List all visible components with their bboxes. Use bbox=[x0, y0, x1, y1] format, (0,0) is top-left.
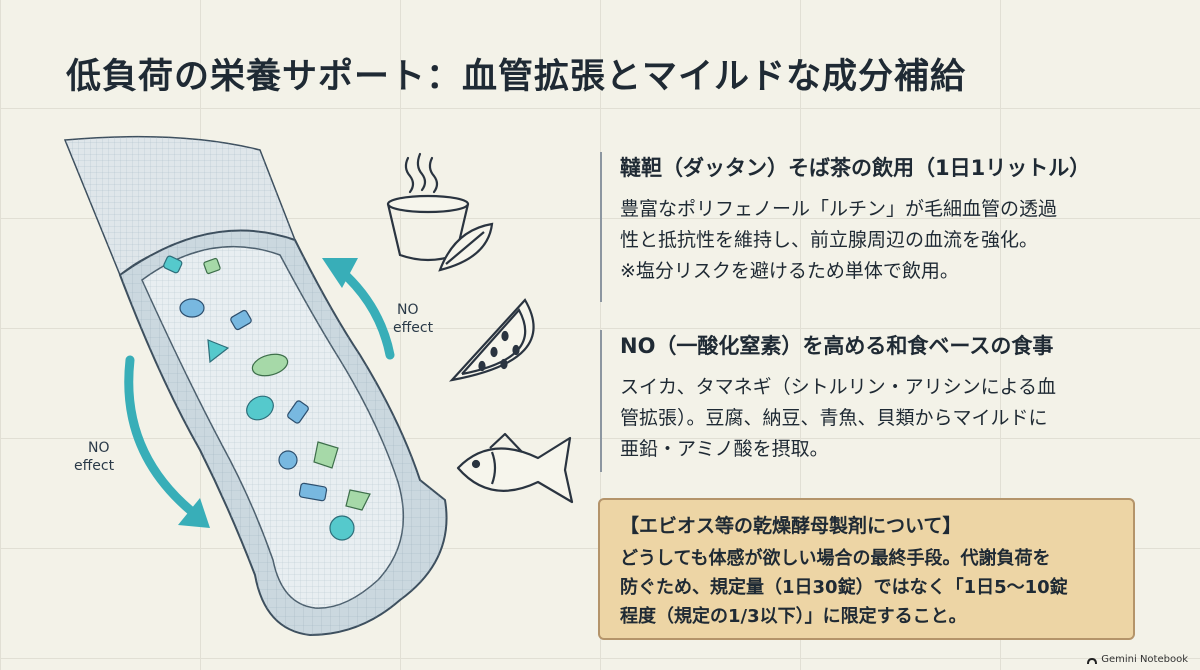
note-body: どうしても体感が欲しい場合の最終手段。代謝負荷を 防ぐため、規定量（1日30錠）… bbox=[620, 548, 1068, 627]
section-dattan-tea: 韃靼（ダッタン）そば茶の飲用（1日1リットル） 豊富なポリフェノール「ルチン」が… bbox=[600, 152, 1160, 302]
watermark-text: Gemini Notebook bbox=[1101, 654, 1188, 665]
slide-title: 低負荷の栄養サポート：血管拡張とマイルドな成分補給 bbox=[66, 57, 967, 97]
section-divider bbox=[600, 152, 602, 302]
no-effect-arrow-lower bbox=[124, 355, 210, 528]
section-no-diet: NO（一酸化窒素）を高める和食ベースの食事 スイカ、タマネギ（シトルリン・アリシ… bbox=[600, 330, 1160, 472]
arrow-label-2-line2: effect bbox=[74, 458, 115, 474]
watermelon-slice-icon bbox=[448, 298, 535, 382]
leaf-icon bbox=[438, 222, 494, 272]
arrow-label-2-line1: NO bbox=[88, 440, 110, 456]
notebook-logo-icon bbox=[1087, 657, 1098, 664]
arrow-label-1-line2: effect bbox=[393, 320, 434, 336]
nutrient-particles bbox=[163, 255, 371, 541]
watermark: Gemini Notebook bbox=[1086, 654, 1188, 665]
section-heading: 韃靼（ダッタン）そば茶の飲用（1日1リットル） bbox=[620, 156, 1091, 180]
fish-icon bbox=[456, 432, 574, 504]
note-title: 【エビオス等の乾燥酵母製剤について】 bbox=[620, 515, 962, 537]
no-effect-arrow-upper bbox=[322, 258, 395, 360]
arrow-label-1-line1: NO bbox=[397, 302, 419, 318]
blood-vessel-illustration: NO effect NO effect bbox=[63, 135, 574, 637]
section-body: 豊富なポリフェノール「ルチン」が毛細血管の透過 性と抵抗性を維持し、前立腺周辺の… bbox=[620, 198, 1058, 282]
yeast-supplement-note: 【エビオス等の乾燥酵母製剤について】 どうしても体感が欲しい場合の最終手段。代謝… bbox=[598, 498, 1135, 640]
section-heading: NO（一酸化窒素）を高める和食ベースの食事 bbox=[620, 334, 1054, 358]
section-body: スイカ、タマネギ（シトルリン・アリシンによる血 管拡張）。豆腐、納豆、青魚、貝類… bbox=[620, 376, 1057, 460]
section-divider bbox=[600, 330, 602, 472]
